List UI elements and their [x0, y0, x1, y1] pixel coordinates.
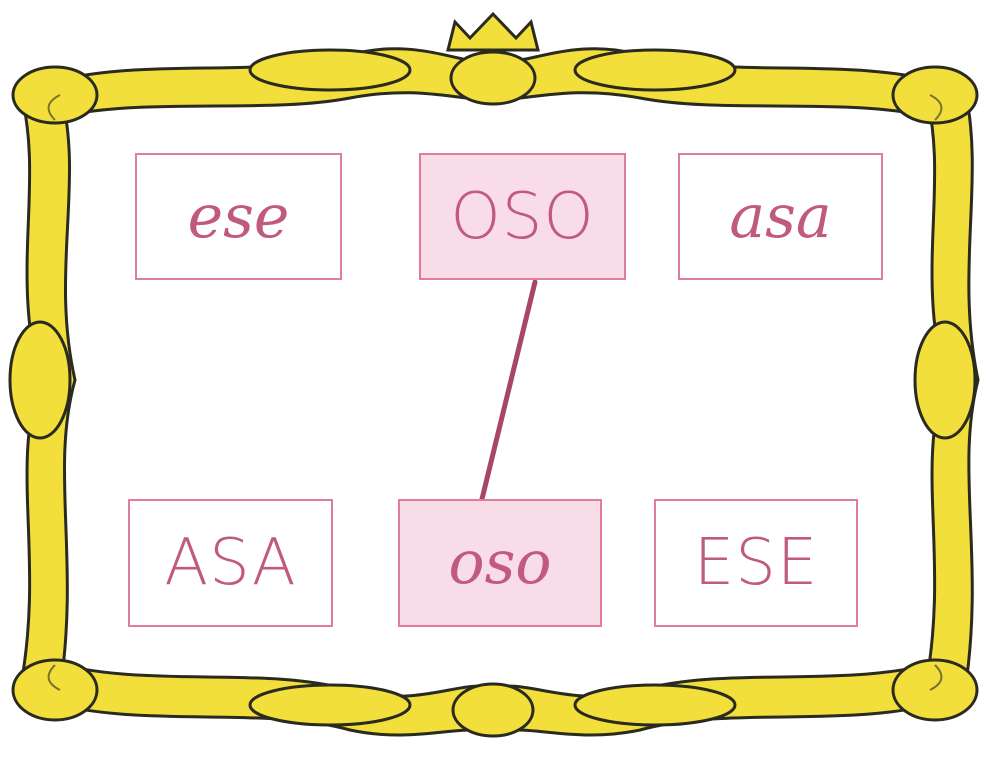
word-card-label: oso: [448, 528, 552, 598]
word-card-label: asa: [729, 181, 832, 252]
word-card-label: OSO: [450, 179, 595, 254]
word-card-oso-upper[interactable]: OSO: [419, 153, 626, 280]
word-card-label: ASA: [164, 526, 297, 600]
word-card-ese[interactable]: ese: [135, 153, 342, 280]
word-card-ese-upper[interactable]: ESE: [654, 499, 858, 627]
word-card-label: ESE: [693, 526, 819, 600]
word-card-asa-upper[interactable]: ASA: [128, 499, 333, 627]
word-card-oso[interactable]: oso: [398, 499, 602, 627]
word-card-asa[interactable]: asa: [678, 153, 883, 280]
word-card-label: ese: [187, 181, 290, 252]
